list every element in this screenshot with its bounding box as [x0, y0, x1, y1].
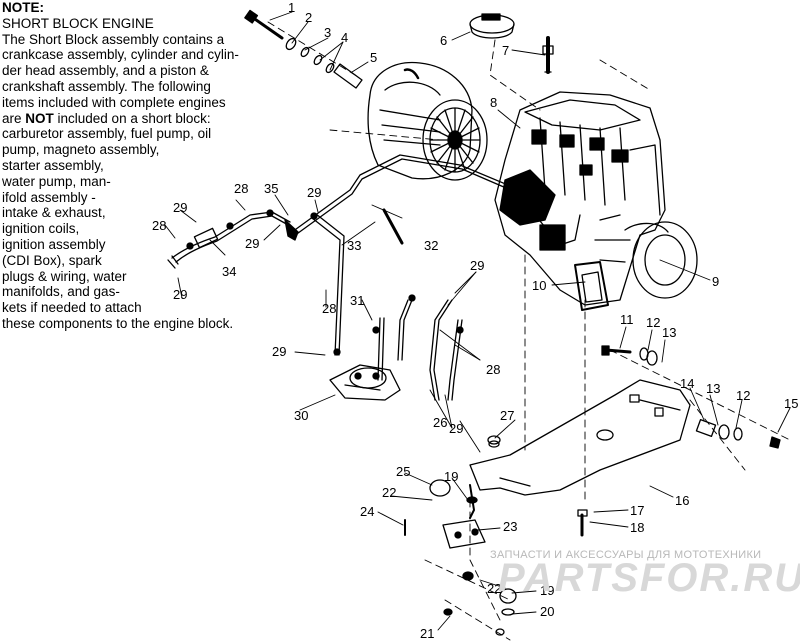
callout-27: 27 [500, 408, 514, 423]
skid-plate-part [469, 379, 691, 496]
note-line: (CDI Box), spark [2, 252, 102, 268]
callout-7: 7 [502, 43, 509, 58]
callout-17: 17 [630, 503, 644, 518]
callout-numbers: 1 2 3 4 5 6 7 8 9 10 11 12 13 12 13 14 1… [152, 0, 798, 641]
callout-31: 31 [350, 293, 364, 308]
callout-26: 26 [433, 415, 447, 430]
callout-28d: 28 [486, 362, 500, 377]
callout-15: 15 [784, 396, 798, 411]
callout-5: 5 [370, 50, 377, 65]
callout-12a: 12 [646, 315, 660, 330]
callout-22a: 22 [382, 485, 396, 500]
note-line-emphasis: are NOT included on a short block: [2, 111, 302, 127]
callout-2: 2 [305, 10, 312, 25]
note-line: plugs & wiring, water [2, 268, 127, 284]
note-line-rest: included on a short block: [53, 110, 211, 126]
note-line: intake & exhaust, [2, 205, 106, 221]
callout-28b: 28 [152, 218, 166, 233]
leader-lines [164, 11, 791, 631]
callout-29a: 29 [307, 185, 321, 200]
note-line: manifolds, and gas- [2, 284, 120, 300]
note-line: ifold assembly - [2, 189, 96, 205]
callout-18: 18 [630, 520, 644, 535]
callout-28c: 28 [322, 301, 336, 316]
note-line: carburetor assembly, fuel pump, oil [2, 126, 212, 142]
callout-33: 33 [347, 238, 361, 253]
callout-16: 16 [675, 493, 689, 508]
recoil-starter-part [367, 61, 488, 181]
impulse-lines [372, 294, 464, 401]
engine-bracket-part [574, 261, 609, 311]
note-line: items included with complete engines [2, 94, 226, 110]
callout-20: 20 [540, 604, 554, 619]
callout-29b: 29 [173, 200, 187, 215]
tie-strap-part [382, 208, 404, 245]
watermark-logo: PARTSFOR.RU [498, 556, 800, 600]
note-line: The Short Block assembly contains a [2, 31, 225, 47]
callout-4: 4 [341, 30, 348, 45]
callout-29g: 29 [449, 421, 463, 436]
callout-3: 3 [324, 25, 331, 40]
callout-19a: 19 [444, 469, 458, 484]
fuel-pump-part [329, 364, 401, 401]
callout-23: 23 [503, 519, 517, 534]
bolt-stack-part [244, 9, 363, 89]
oil-cap-part [469, 13, 515, 39]
note-line: water pump, man- [2, 173, 111, 189]
callout-35: 35 [264, 181, 278, 196]
note-line: pump, magneto assembly, [2, 142, 160, 158]
callout-8: 8 [490, 95, 497, 110]
callout-34: 34 [222, 264, 236, 279]
callout-12b: 12 [736, 388, 750, 403]
note-line: starter assembly, [2, 157, 104, 173]
spark-plug-part [542, 36, 554, 74]
callout-24: 24 [360, 504, 374, 519]
note-line: crankshaft assembly. The following [2, 78, 211, 94]
callout-14: 14 [680, 376, 694, 391]
note-emphasis: NOT [25, 110, 54, 126]
note-line: kets if needed to attach [2, 300, 142, 316]
alignment-lines [267, 21, 791, 641]
callout-22b: 22 [487, 581, 501, 596]
note-line: der head assembly, and a piston & [2, 63, 209, 79]
callout-13b: 13 [706, 381, 720, 396]
callout-29d: 29 [173, 287, 187, 302]
callout-28a: 28 [234, 181, 248, 196]
note-line: ignition coils, [2, 221, 80, 237]
note-line: SHORT BLOCK ENGINE [2, 15, 154, 31]
callout-19b: 19 [540, 583, 554, 598]
note-block: NOTE: SHORT BLOCK ENGINE The Short Block… [2, 0, 302, 332]
note-title: NOTE: [2, 0, 44, 15]
note-line: ignition assembly [2, 236, 106, 252]
callout-29e: 29 [272, 344, 286, 359]
callout-29f: 29 [470, 258, 484, 273]
callout-32: 32 [424, 238, 438, 253]
callout-30: 30 [294, 408, 308, 423]
callout-1: 1 [288, 0, 295, 15]
note-line-start: are [2, 110, 26, 126]
callout-9: 9 [712, 274, 719, 289]
callout-29c: 29 [245, 236, 259, 251]
callout-11: 11 [620, 312, 634, 327]
callout-21: 21 [420, 626, 434, 641]
note-line: crankcase assembly, cylinder and cylin- [2, 47, 239, 63]
mount-hardware-right [601, 345, 781, 449]
callout-6: 6 [440, 33, 447, 48]
note-line: these components to the engine block. [2, 315, 234, 331]
engine-block-part [494, 91, 698, 306]
mount-hardware-lower [404, 435, 588, 636]
fuel-line-assembly [167, 154, 521, 356]
watermark-tagline: ЗАПЧАСТИ И АКСЕССУАРЫ ДЛЯ МОТОТЕХНИКИ [490, 549, 762, 561]
callout-13a: 13 [662, 325, 676, 340]
callout-25: 25 [396, 464, 410, 479]
callout-10: 10 [532, 278, 546, 293]
